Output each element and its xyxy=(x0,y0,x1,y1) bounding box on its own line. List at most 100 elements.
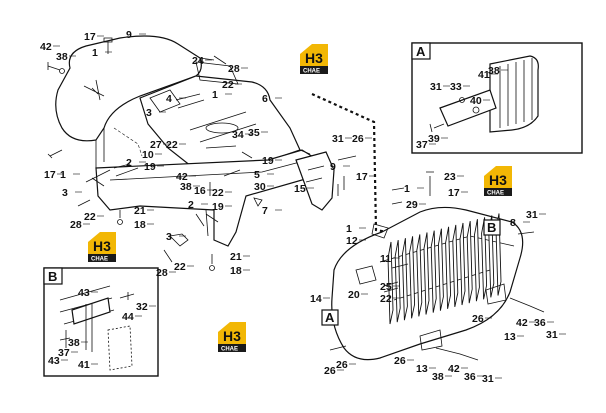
callout-number: 22 xyxy=(84,211,96,223)
callout-number: 5 xyxy=(254,169,260,181)
callout-number: 26 xyxy=(394,355,406,367)
hood-cover-left xyxy=(55,35,202,168)
callout-number: 31 xyxy=(430,81,442,93)
callout-number: 26 xyxy=(336,359,348,371)
callout-number: 42 xyxy=(516,317,528,329)
callout-number: 17 xyxy=(84,31,96,43)
callout-number: 13 xyxy=(416,363,428,375)
detail-box-b: B xyxy=(43,267,159,377)
callout-number: 1 xyxy=(212,89,218,101)
callout-number: 1 xyxy=(60,169,66,181)
callout-number: 22 xyxy=(380,293,392,305)
callout-number: 31 xyxy=(526,209,538,221)
hood-fin xyxy=(430,230,437,313)
callout-number: 38 xyxy=(432,371,444,383)
callout-number: 3 xyxy=(146,107,152,119)
callout-number: 9 xyxy=(126,29,132,41)
frame-7 xyxy=(95,149,335,247)
dashed-seal-strip xyxy=(113,127,143,157)
hood-fins xyxy=(387,213,502,325)
detail-box-a-label: A xyxy=(416,44,426,59)
hood-fin xyxy=(387,241,394,325)
callout-number: 22 xyxy=(166,139,178,151)
logo-text: CHAE xyxy=(221,347,238,353)
hood-fin xyxy=(416,234,423,317)
callout-number: 23 xyxy=(444,171,456,183)
callout-number: 19 xyxy=(212,201,224,213)
callout-number: 4 xyxy=(166,93,172,105)
callout-number: 39 xyxy=(428,133,440,145)
callout-number: 1 xyxy=(404,183,410,195)
callout-number: 20 xyxy=(348,289,360,301)
callout-number: 18 xyxy=(134,219,146,231)
callout-number: 26 xyxy=(352,133,364,145)
callout-number: 31 xyxy=(482,373,494,385)
callout-number: 17 xyxy=(356,171,368,183)
callout-number: 42 xyxy=(448,363,460,375)
callout-number: 34 xyxy=(232,129,244,141)
callout-number: 28 xyxy=(70,219,82,231)
callout-number: 13 xyxy=(504,331,516,343)
callout-number: 33 xyxy=(450,81,462,93)
callout-number: 21 xyxy=(134,205,146,217)
callout-number: 42 xyxy=(176,171,188,183)
view-marker-b: B xyxy=(483,219,501,236)
callout-number: 26 xyxy=(324,365,336,377)
callout-number: 7 xyxy=(262,205,268,217)
callout-number: 38 xyxy=(180,181,192,193)
callout-number: 1 xyxy=(92,47,98,59)
hood-fin xyxy=(394,240,401,323)
callout-number: 22 xyxy=(212,187,224,199)
svg-text:B: B xyxy=(487,220,496,235)
callout-number: 3 xyxy=(62,187,68,199)
logo-mark: H3 xyxy=(223,328,241,344)
logo-text: CHAE xyxy=(487,191,504,197)
logo-mark: H3 xyxy=(305,50,323,66)
callout-number: 37 xyxy=(416,139,428,151)
callout-number: 1 xyxy=(346,223,352,235)
callout-number: 36 xyxy=(464,371,476,383)
callout-number: 8 xyxy=(510,217,516,229)
callout-number: 43 xyxy=(78,287,90,299)
callout-number: 26 xyxy=(472,313,484,325)
callout-number: 44 xyxy=(122,311,134,323)
callout-number: 37 xyxy=(58,347,70,359)
callout-number: 31 xyxy=(546,329,558,341)
callout-number: 38 xyxy=(56,51,68,63)
callout-number: 2 xyxy=(188,199,194,211)
callout-number: 38 xyxy=(68,337,80,349)
logo-text: CHAE xyxy=(91,257,108,263)
callout-number: 17 xyxy=(44,169,56,181)
callout-number: 41 xyxy=(78,359,90,371)
callout-number: 27 xyxy=(150,139,162,151)
hood-fin xyxy=(459,222,466,306)
callout-number: 16 xyxy=(194,185,206,197)
callout-number: 19 xyxy=(144,161,156,173)
callout-number: 32 xyxy=(136,301,148,313)
callout-number: 25 xyxy=(380,281,392,293)
hood-fin xyxy=(409,236,416,319)
callout-number: 31 xyxy=(332,133,344,145)
callout-number: 10 xyxy=(142,149,154,161)
callout-number: 2 xyxy=(126,157,132,169)
callout-number: 30 xyxy=(254,181,266,193)
logo-mark: H3 xyxy=(489,172,507,188)
callout-number: 22 xyxy=(174,261,186,273)
callout-number: 6 xyxy=(262,93,268,105)
callout-number: 22 xyxy=(222,79,234,91)
callout-number: 40 xyxy=(470,95,482,107)
detail-box-b-label: B xyxy=(48,269,57,284)
hood-fin xyxy=(423,232,430,315)
callout-number: 18 xyxy=(230,265,242,277)
hardware-right xyxy=(329,155,545,361)
hardware-left xyxy=(47,37,311,271)
callout-number: 41 xyxy=(478,69,490,81)
callout-number: 28 xyxy=(228,63,240,75)
hood-fin xyxy=(437,228,444,311)
